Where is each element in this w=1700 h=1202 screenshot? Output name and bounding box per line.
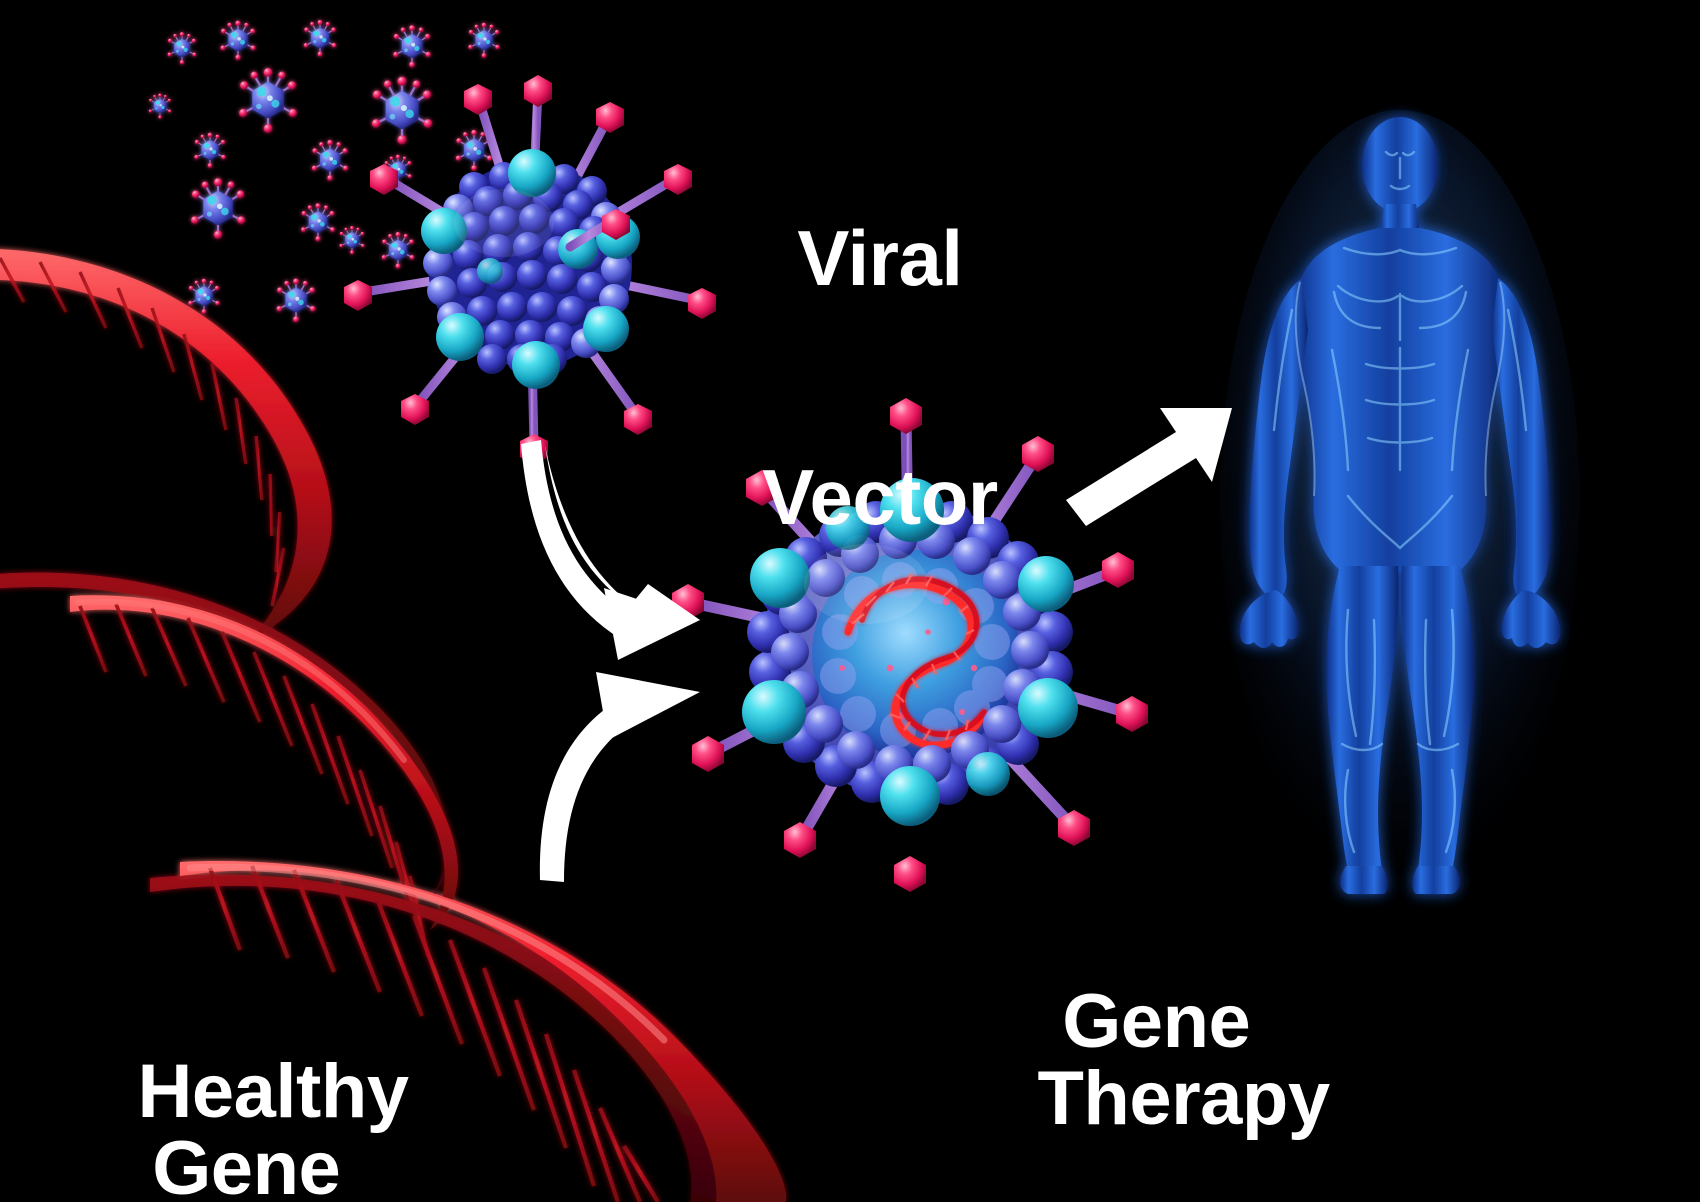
payload-dna [844,573,987,749]
therapy-pentons [742,478,1078,826]
therapy-to-human-arrow [1066,408,1232,526]
label-gene-therapy-line1: Gene [1062,978,1251,1064]
human-figure [1220,110,1580,894]
dna-helix-healthy-gene [0,249,787,1202]
label-viral-vector-line2: Vector [762,452,998,541]
therapy-capsid-shell [742,478,1078,826]
dna-turn-3 [150,861,787,1202]
therapy-fiber-knobs [672,398,1148,892]
label-gene-therapy-line2: Therapy [1037,1056,1330,1142]
label-gene-therapy: Gene Therapy [955,905,1330,1202]
label-viral-vector: Viral Vector [700,60,1060,696]
label-viral-vector-line1: Viral [797,214,963,303]
vector-to-therapy-arrow [521,440,700,660]
dna-turn-2 [0,572,459,957]
capsid-front-knob [565,209,630,252]
dna-turn-1 [0,249,332,640]
label-healthy-gene: Healthy Gene [55,975,409,1202]
viral-vector-capsid [344,75,716,465]
label-healthy-gene-line2: Gene [152,1126,341,1202]
gene-therapy-vector [672,398,1148,892]
capsid-pentons [421,149,640,389]
capsid-fiber-knobs [344,75,716,465]
gene-to-therapy-arrow [539,672,700,882]
therapy-capsomere-rim [742,478,1078,826]
label-healthy-gene-line1: Healthy [137,1048,409,1134]
